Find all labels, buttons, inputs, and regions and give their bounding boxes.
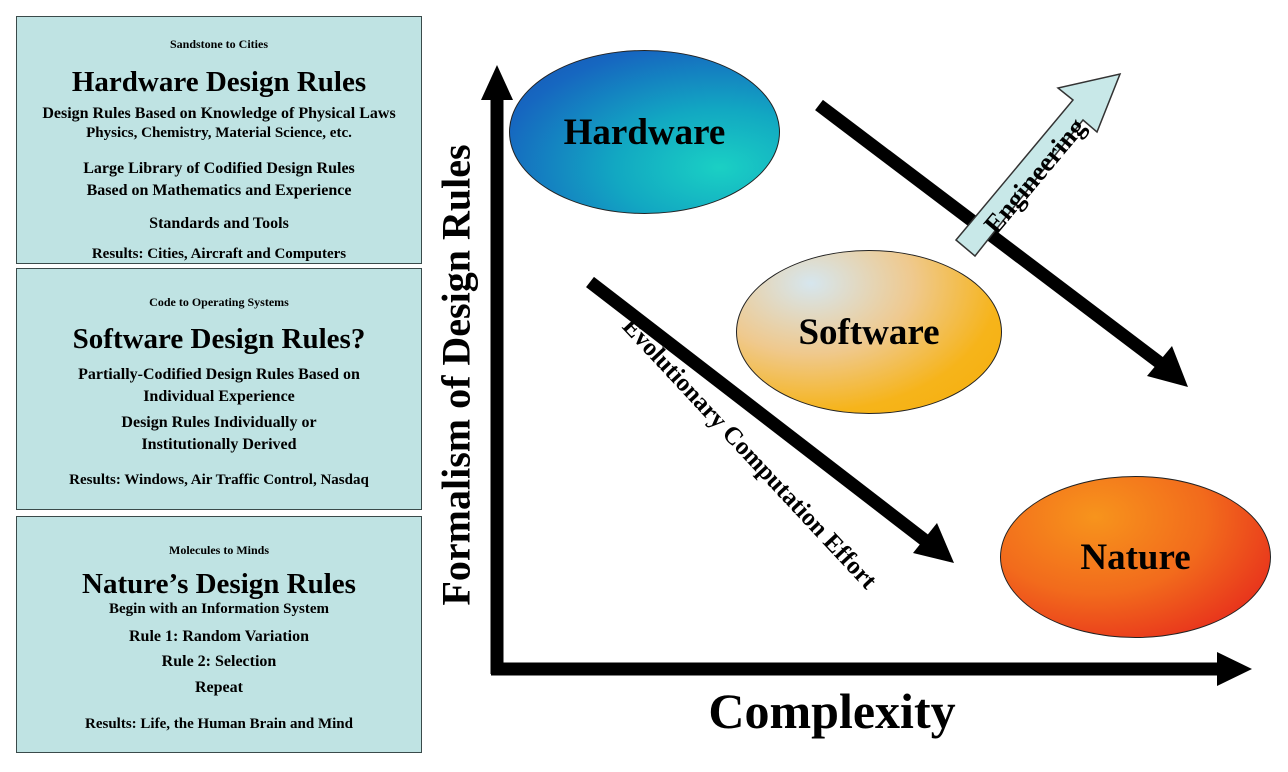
nature-ellipse: Nature: [1000, 476, 1271, 638]
panel-line: Physics, Chemistry, Material Science, et…: [86, 125, 352, 141]
panel-results: Results: Life, the Human Brain and Mind: [85, 716, 353, 732]
panel-results: Results: Windows, Air Traffic Control, N…: [69, 472, 369, 488]
panel-line: Partially-Codified Design Rules Based on: [78, 366, 360, 383]
y-axis: [481, 65, 513, 674]
panel-subtitle: Sandstone to Cities: [169, 37, 268, 51]
panel-results: Results: Cities, Aircraft and Computers: [91, 246, 347, 262]
hardware-ellipse: Hardware: [509, 50, 780, 214]
panel-title: Hardware Design Rules: [71, 66, 367, 98]
panel-line: Individual Experience: [143, 388, 295, 405]
nature-label: Nature: [1080, 536, 1191, 578]
software-label: Software: [798, 311, 940, 353]
evolutionary-arrow: [586, 276, 954, 563]
panel-line: Based on Mathematics and Experience: [86, 182, 352, 199]
panel-title: Nature’s Design Rules: [82, 568, 356, 600]
panel-subtitle: Code to Operating Systems: [149, 295, 289, 309]
panel-line: Rule 2: Selection: [161, 653, 277, 670]
panel-line: Design Rules Based on Knowledge of Physi…: [42, 105, 396, 122]
y-axis-label: Formalism of Design Rules: [433, 144, 479, 606]
hardware-rules-panel: Sandstone to Cities Hardware Design Rule…: [16, 16, 422, 264]
x-axis: [491, 652, 1252, 686]
panel-line: Institutionally Derived: [141, 436, 297, 453]
panel-line: Begin with an Information System: [108, 601, 329, 617]
panel-line: Large Library of Codified Design Rules: [83, 160, 355, 177]
hardware-label: Hardware: [563, 111, 726, 153]
panel-line: Rule 1: Random Variation: [128, 628, 310, 645]
software-rules-panel: Code to Operating Systems Software Desig…: [16, 268, 422, 510]
engineering-arrow: [954, 72, 1122, 258]
x-axis-label: Complexity: [708, 683, 956, 739]
panel-subtitle: Molecules to Minds: [169, 543, 269, 557]
panel-line: Repeat: [195, 679, 243, 696]
software-ellipse: Software: [736, 250, 1002, 414]
panel-line: Design Rules Individually or: [121, 414, 317, 431]
panel-line: Standards and Tools: [149, 215, 289, 232]
nature-rules-panel: Molecules to Minds Nature’s Design Rules…: [16, 516, 422, 753]
panel-title: Software Design Rules?: [72, 323, 366, 355]
